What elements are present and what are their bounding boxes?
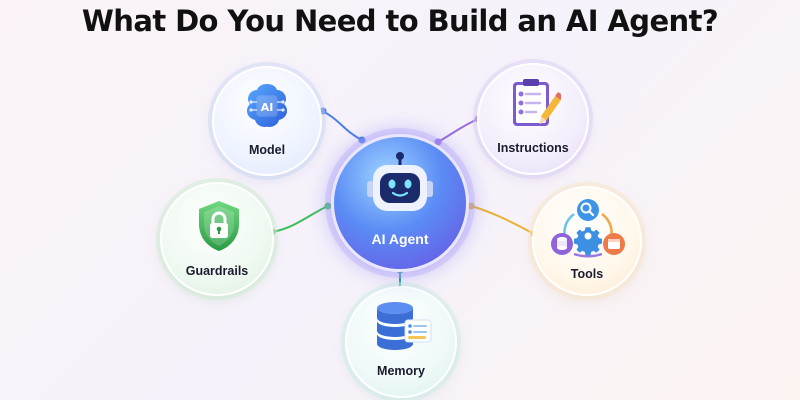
robot-icon xyxy=(367,152,433,211)
connector-model xyxy=(321,110,363,141)
connector-instructions xyxy=(437,118,479,143)
connector-tools xyxy=(470,205,535,235)
tools-cycle-icon xyxy=(551,199,625,258)
connector-guardrails xyxy=(271,205,329,233)
model-label: Model xyxy=(248,143,286,157)
model-chip-text: AI xyxy=(261,101,274,114)
page-title: What Do You Need to Build an AI Agent? xyxy=(81,4,719,38)
lock-shield-icon xyxy=(199,201,239,251)
ai-brain-chip-icon: AI xyxy=(247,84,287,127)
tools-label: Tools xyxy=(570,267,604,281)
ai-agent-label: AI Agent xyxy=(371,231,429,247)
checklist-clipboard-icon xyxy=(513,79,561,126)
guardrails-label: Guardrails xyxy=(185,264,249,278)
database-icon xyxy=(377,302,432,350)
guardrails-node: Guardrails xyxy=(160,182,274,296)
model-node: AI Model xyxy=(212,66,322,176)
memory-node: Memory xyxy=(345,286,457,398)
ai-agent-node: AI Agent xyxy=(331,134,469,272)
instructions-node: Instructions xyxy=(477,63,589,175)
instructions-label: Instructions xyxy=(497,141,569,155)
memory-label: Memory xyxy=(377,364,425,378)
tools-node: Tools xyxy=(532,186,642,296)
